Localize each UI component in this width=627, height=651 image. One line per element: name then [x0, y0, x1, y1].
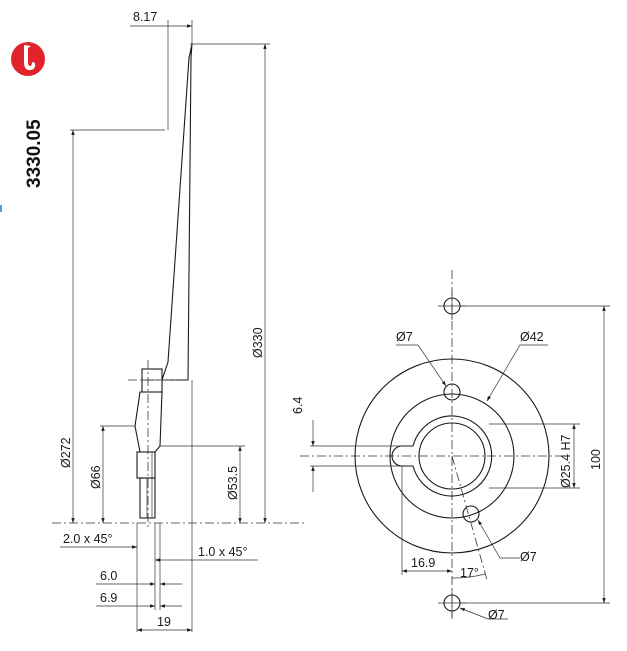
dim-chamfer-2: 2.0 x 45° — [63, 532, 112, 546]
keyed-bore — [391, 415, 493, 497]
front-view: 100 Ø25.4 H7 6.4 16.9 17° Ø7 Ø42 Ø7 Ø7 — [291, 270, 610, 622]
dim-6-4: 6.4 — [291, 397, 305, 414]
blade-section — [161, 43, 193, 381]
dim-chamfer-1: 1.0 x 45° — [198, 545, 247, 559]
dim-6-0: 6.0 — [100, 569, 117, 583]
hole-top — [443, 383, 461, 401]
dim-8-17: 8.17 — [133, 10, 157, 24]
product-code: 3330.05 — [24, 119, 45, 188]
dim-100: 100 — [589, 449, 603, 470]
brand-logo — [11, 42, 45, 76]
dim-19: 19 — [157, 615, 171, 629]
dim-dia-7-b: Ø7 — [520, 550, 537, 564]
leader-dia-7-a — [396, 344, 447, 387]
bore-box — [141, 368, 163, 393]
hole-lower-right — [462, 505, 480, 523]
dim-272: Ø272 — [59, 437, 73, 468]
dim-dia-7-a: Ø7 — [396, 330, 413, 344]
saxophone-glyph — [24, 45, 36, 71]
bore-lower — [139, 477, 156, 519]
hub-section — [134, 391, 163, 453]
dim-53-5: Ø53.5 — [226, 466, 240, 500]
bore-inner — [418, 422, 486, 490]
hub-ring — [389, 393, 515, 519]
leader-dia-42 — [486, 344, 548, 402]
dim-dia-42: Ø42 — [520, 330, 544, 344]
leader-dia-7-b — [477, 519, 520, 559]
dim-66: Ø66 — [89, 465, 103, 489]
dim-330: Ø330 — [251, 327, 265, 358]
side-view: 8.17 Ø330 Ø272 Ø66 Ø53.5 2.0 x 45° 1.0 x… — [52, 10, 305, 632]
dim-bore: Ø25.4 H7 — [559, 434, 573, 488]
dim-dia-7-c: Ø7 — [488, 608, 505, 622]
angle-arc-17 — [451, 573, 486, 579]
dim-16-9: 16.9 — [411, 556, 435, 570]
flange-outer — [354, 358, 550, 554]
dim-6-9: 6.9 — [100, 591, 117, 605]
dim-angle-17: 17° — [460, 566, 479, 580]
leader-dia-7-c — [459, 607, 508, 620]
